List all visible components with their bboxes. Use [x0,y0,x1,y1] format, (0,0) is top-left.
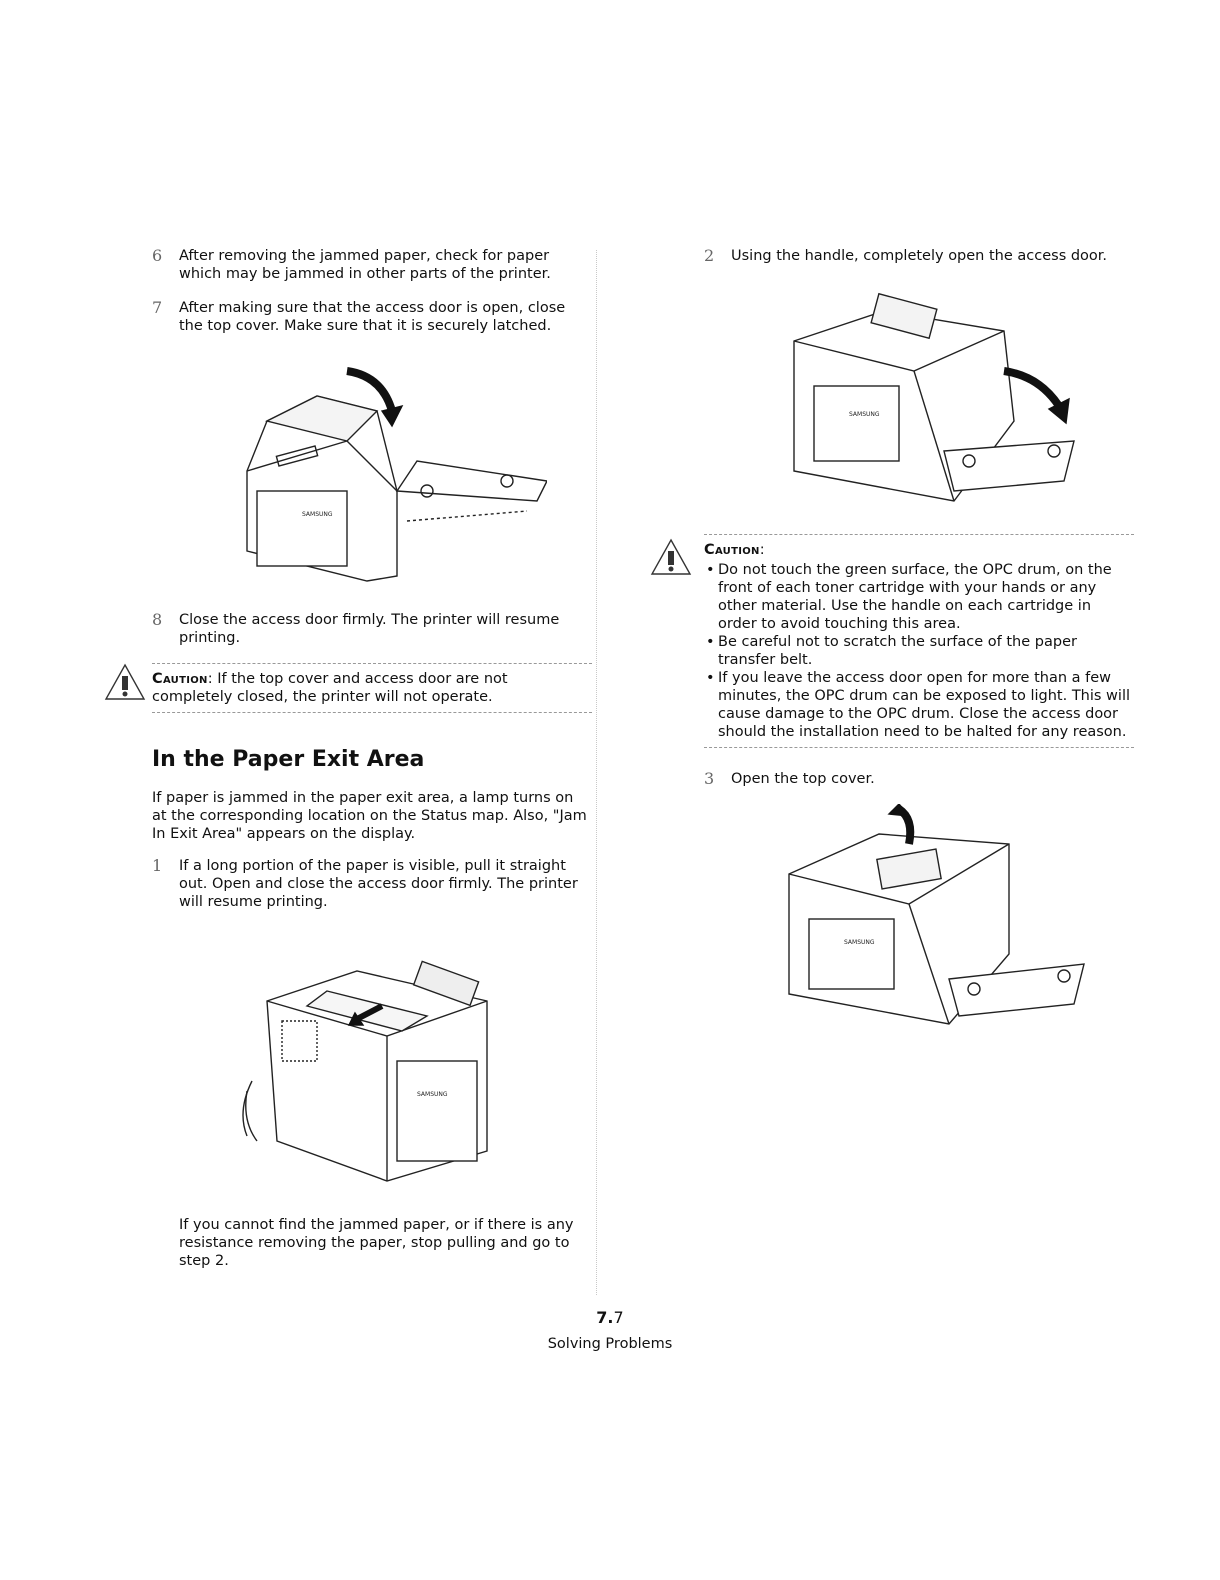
step-number: 1 [152,856,163,875]
caution-label: Caution [704,542,760,558]
column-divider [596,250,597,1295]
step-text: If a long portion of the paper is visibl… [179,858,578,910]
step-number: 6 [152,246,163,265]
step-1: 1 If a long portion of the paper is visi… [152,857,592,911]
step-3: 3 Open the top cover. [704,770,1134,788]
intro-paragraph: If paper is jammed in the paper exit are… [152,790,587,842]
step-8: 8 Close the access door firmly. The prin… [152,611,592,647]
page-number: 7.7 [0,1308,1220,1327]
caution-label: Caution [152,671,208,687]
printer-open-access-door-illustration: SAMSUNG [754,281,1084,506]
step-text: After making sure that the access door i… [179,300,566,334]
left-column: 6 After removing the jammed paper, check… [104,247,592,1286]
step-number: 2 [704,246,715,265]
caution-box: Caution: If the top cover and access doo… [104,663,592,713]
warning-icon [104,663,146,700]
chapter-number: 7. [596,1308,614,1327]
caution-text: : If the top cover and access door are n… [152,671,508,705]
step-number: 8 [152,610,163,629]
step-number: 3 [704,769,715,788]
step-text: Open the top cover. [731,771,875,787]
printer-brand-label: SAMSUNG [302,511,333,518]
step-text: Close the access door firmly. The printe… [179,612,560,646]
step-6: 6 After removing the jammed paper, check… [152,247,592,283]
caution-list: Do not touch the green surface, the OPC … [704,561,1134,741]
printer-pull-paper-illustration: SAMSUNG [237,941,507,1196]
chapter-title: Solving Problems [547,1336,673,1352]
printer-brand-label: SAMSUNG [417,1091,448,1098]
step-7: 7 After making sure that the access door… [152,299,592,335]
printer-brand-label: SAMSUNG [844,939,875,946]
printer-close-top-cover-illustration: SAMSUNG [197,351,549,591]
step-number: 7 [152,298,163,317]
caution-box: Caution: Do not touch the green surface,… [650,534,1134,748]
step-text: After removing the jammed paper, check f… [179,248,551,282]
printer-open-top-cover-illustration: SAMSUNG [749,802,1089,1029]
caution-item: Be careful not to scratch the surface of… [706,633,1134,669]
caution-item: Do not touch the green surface, the OPC … [706,561,1134,633]
page-index: 7 [613,1308,624,1327]
section-title: In the Paper Exit Area [152,747,425,772]
caution-item: If you leave the access door open for mo… [706,669,1134,741]
note-text: If you cannot find the jammed paper, or … [179,1217,574,1269]
warning-icon [650,538,692,575]
step-1-note: If you cannot find the jammed paper, or … [152,1216,592,1270]
caution-colon: : [759,542,765,558]
step-text: Using the handle, completely open the ac… [731,248,1108,264]
printer-brand-label: SAMSUNG [849,411,880,418]
right-column: 2 Using the handle, completely open the … [650,247,1134,1029]
step-2: 2 Using the handle, completely open the … [704,247,1134,265]
